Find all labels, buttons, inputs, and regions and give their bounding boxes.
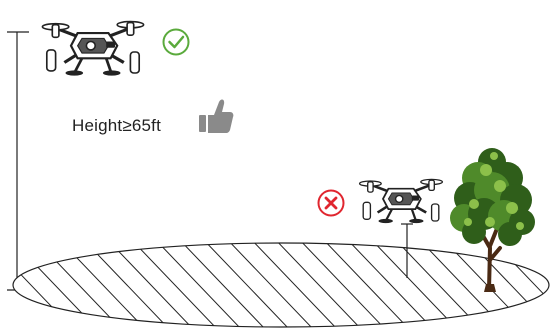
hatch-line [199, 243, 291, 327]
hatch-line [175, 243, 267, 327]
hatch-line [271, 243, 363, 327]
drone-low-altitude [358, 178, 444, 225]
hatch-line [151, 243, 243, 327]
check-circle-icon [162, 28, 190, 56]
tree [450, 148, 535, 292]
low-drone-height-line [401, 223, 413, 278]
hatch-line [367, 243, 459, 327]
hatch-line [295, 243, 387, 327]
hatch-line [103, 243, 195, 327]
height-measure-line [7, 31, 29, 291]
thumbs-up-icon [199, 99, 234, 133]
hatch-line [343, 243, 435, 327]
height-requirement-label: Height≥65ft [72, 116, 162, 135]
drone-high-altitude [40, 19, 146, 78]
x-circle-icon [317, 189, 345, 217]
hatch-line [247, 243, 339, 327]
hatch-line [319, 243, 411, 327]
ground-area [12, 242, 550, 328]
hatch-line [223, 243, 315, 327]
hatch-line [127, 243, 219, 327]
